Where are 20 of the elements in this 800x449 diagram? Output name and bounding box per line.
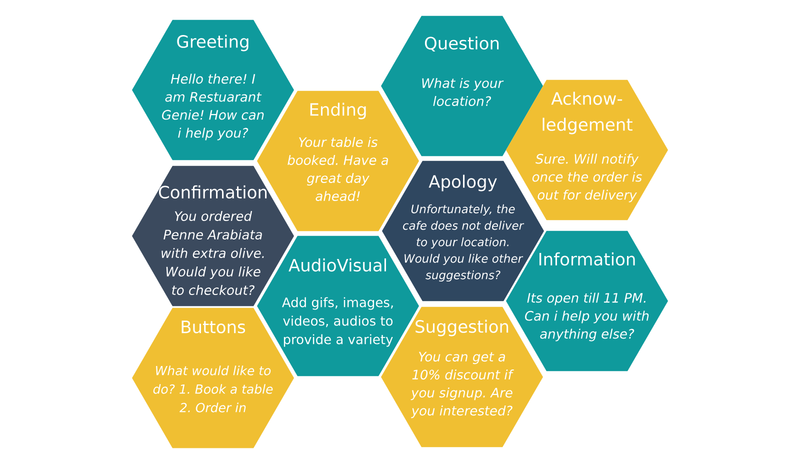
body-text: You can get a 10% discount if you signup. Are you interested? bbox=[410, 352, 514, 418]
heading: Ending bbox=[310, 102, 366, 120]
heading: Confirmation bbox=[158, 185, 267, 199]
heading: Information bbox=[539, 252, 635, 266]
body-text: What would like to do? 1. Book a table 2. Order in bbox=[153, 366, 273, 412]
body-text: Unfortunately, the cafe does not deliver to your location. Would you like other suggestions? bbox=[403, 204, 524, 282]
heading: Greeting bbox=[177, 34, 248, 52]
body-text: Sure. Will notify once the order is out for delivery bbox=[532, 154, 642, 202]
body-text: Hello there! I am Restuarant Genie! How can i help you? bbox=[162, 74, 264, 140]
body-text: What is your location? bbox=[422, 78, 504, 106]
body-text: Its open till 11 PM. Can i help you with anything else? bbox=[525, 292, 649, 342]
heading: Acknow- ledgement bbox=[542, 92, 632, 134]
body-text: You ordered Penne Arabiata with extra olive. Would you like to checkout? bbox=[162, 210, 264, 296]
body-text: Add gifs, images, videos, audios to provide a variety bbox=[282, 297, 393, 347]
heading: Apology bbox=[428, 174, 497, 192]
heading: AudioVisual bbox=[288, 258, 386, 272]
body-text: Your table is booked. Have a great day ahead! bbox=[288, 136, 388, 202]
heading: Question bbox=[424, 36, 499, 52]
heading: Buttons bbox=[182, 320, 246, 334]
heading: Suggestion bbox=[416, 320, 508, 336]
